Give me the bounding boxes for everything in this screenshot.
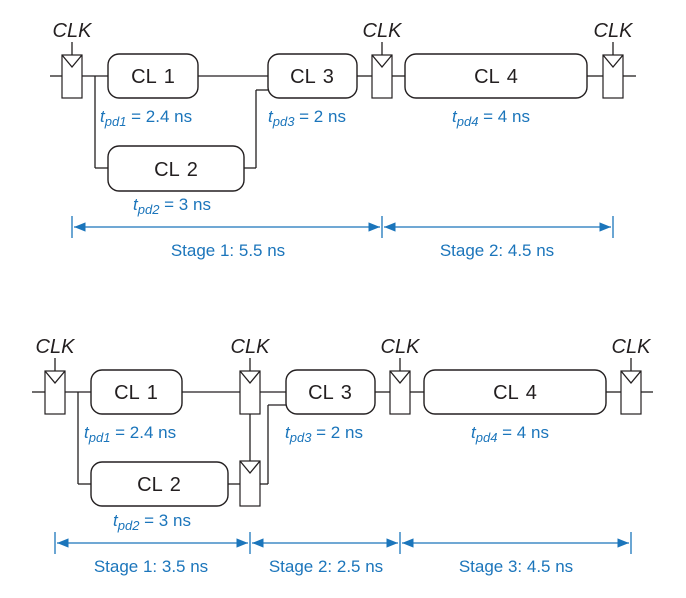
top-stage-dimensions: Stage 1: 5.5 ns Stage 2: 4.5 ns	[71, 216, 614, 260]
delay-var: t	[268, 107, 274, 126]
svg-text:CL3: CL 3	[290, 66, 334, 88]
logic-symbol: CL	[137, 474, 163, 496]
stage-label: Stage 3: 4.5 ns	[459, 557, 573, 576]
top-register-3: CLK	[594, 20, 635, 99]
top-wires	[50, 75, 636, 169]
bottom-register-1: CLK	[36, 336, 77, 415]
top-logic-block-1: CL 1 tpd1 = 2.4 ns	[100, 53, 199, 129]
bottom-register-3: CLK	[381, 336, 422, 415]
delay-sub: pd3	[272, 114, 295, 129]
svg-text:CL2: CL 2	[154, 159, 198, 181]
bottom-logic-block-1: CL 1 tpd1 = 2.4 ns	[84, 369, 183, 445]
stage-label: Stage 1: 5.5 ns	[171, 241, 285, 260]
clk-label: CLK	[381, 336, 422, 358]
logic-symbol: CL	[114, 382, 140, 404]
clk-label: CLK	[36, 336, 77, 358]
delay-value: = 2 ns	[294, 107, 346, 126]
top-logic-block-2: CL 2 tpd2 = 3 ns	[107, 145, 245, 217]
delay-var: t	[285, 423, 291, 442]
svg-text:CL3: CL 3	[308, 382, 352, 404]
logic-number: 4	[526, 382, 537, 404]
top-register-2: CLK	[363, 20, 404, 99]
logic-number: 2	[187, 159, 198, 181]
clk-label: CLK	[363, 20, 404, 42]
logic-number: 4	[507, 66, 518, 88]
delay-sub: pd3	[289, 430, 312, 445]
bottom-register-2b	[239, 460, 261, 507]
top-register-1: CLK	[53, 20, 94, 99]
delay-value: = 4 ns	[478, 107, 530, 126]
svg-text:CL4: CL 4	[474, 66, 518, 88]
delay-value: = 3 ns	[139, 511, 191, 530]
svg-text:CL2: CL 2	[137, 474, 181, 496]
delay-sub: pd4	[456, 114, 479, 129]
delay-var: t	[133, 195, 139, 214]
svg-text:tpd3 = 2 ns: tpd3 = 2 ns	[268, 107, 346, 129]
delay-value: = 2 ns	[311, 423, 363, 442]
svg-text:tpd4 = 4 ns: tpd4 = 4 ns	[452, 107, 530, 129]
bottom-wires	[32, 391, 653, 485]
clk-label: CLK	[53, 20, 94, 42]
delay-sub: pd4	[475, 430, 498, 445]
logic-symbol: CL	[290, 66, 316, 88]
stage-label: Stage 2: 2.5 ns	[269, 557, 383, 576]
delay-value: = 2.4 ns	[110, 423, 176, 442]
bottom-logic-block-4: CL 4 tpd4 = 4 ns	[423, 369, 607, 445]
clk-label: CLK	[231, 336, 272, 358]
logic-symbol: CL	[474, 66, 500, 88]
delay-var: t	[471, 423, 477, 442]
delay-var: t	[100, 107, 106, 126]
bottom-stage-dimensions: Stage 1: 3.5 ns Stage 2: 2.5 ns Stage 3:…	[54, 532, 632, 576]
bottom-register-2: CLK	[231, 336, 272, 415]
delay-sub: pd2	[137, 202, 160, 217]
svg-text:CL4: CL 4	[493, 382, 537, 404]
svg-text:CL1: CL 1	[114, 382, 158, 404]
delay-value: = 4 ns	[497, 423, 549, 442]
delay-value: = 2.4 ns	[126, 107, 192, 126]
svg-text:tpd1 = 2.4 ns: tpd1 = 2.4 ns	[100, 107, 192, 129]
bottom-logic-block-2: CL 2 tpd2 = 3 ns	[90, 461, 229, 533]
svg-text:tpd1 = 2.4 ns: tpd1 = 2.4 ns	[84, 423, 176, 445]
svg-text:tpd2 = 3 ns: tpd2 = 3 ns	[133, 195, 211, 217]
delay-sub: pd2	[117, 518, 140, 533]
svg-text:tpd4 = 4 ns: tpd4 = 4 ns	[471, 423, 549, 445]
logic-number: 1	[147, 382, 158, 404]
svg-text:tpd3 = 2 ns: tpd3 = 2 ns	[285, 423, 363, 445]
delay-sub: pd1	[104, 114, 127, 129]
logic-number: 2	[170, 474, 181, 496]
svg-text:CL1: CL 1	[131, 66, 175, 88]
logic-symbol: CL	[154, 159, 180, 181]
delay-value: = 3 ns	[159, 195, 211, 214]
bottom-logic-block-3: CL 3 tpd3 = 2 ns	[285, 369, 376, 445]
svg-text:tpd2 = 3 ns: tpd2 = 3 ns	[113, 511, 191, 533]
logic-symbol: CL	[131, 66, 157, 88]
logic-symbol: CL	[493, 382, 519, 404]
stage-label: Stage 2: 4.5 ns	[440, 241, 554, 260]
top-logic-block-3: CL 3 tpd3 = 2 ns	[267, 53, 358, 129]
stage-label: Stage 1: 3.5 ns	[94, 557, 208, 576]
clk-label: CLK	[612, 336, 653, 358]
delay-var: t	[113, 511, 119, 530]
bottom-register-4: CLK	[612, 336, 653, 415]
top-logic-block-4: CL 4 tpd4 = 4 ns	[404, 53, 588, 129]
logic-number: 3	[323, 66, 334, 88]
clk-label: CLK	[594, 20, 635, 42]
logic-symbol: CL	[308, 382, 334, 404]
delay-var: t	[452, 107, 458, 126]
delay-sub: pd1	[88, 430, 111, 445]
delay-var: t	[84, 423, 90, 442]
logic-number: 1	[164, 66, 175, 88]
logic-number: 3	[341, 382, 352, 404]
